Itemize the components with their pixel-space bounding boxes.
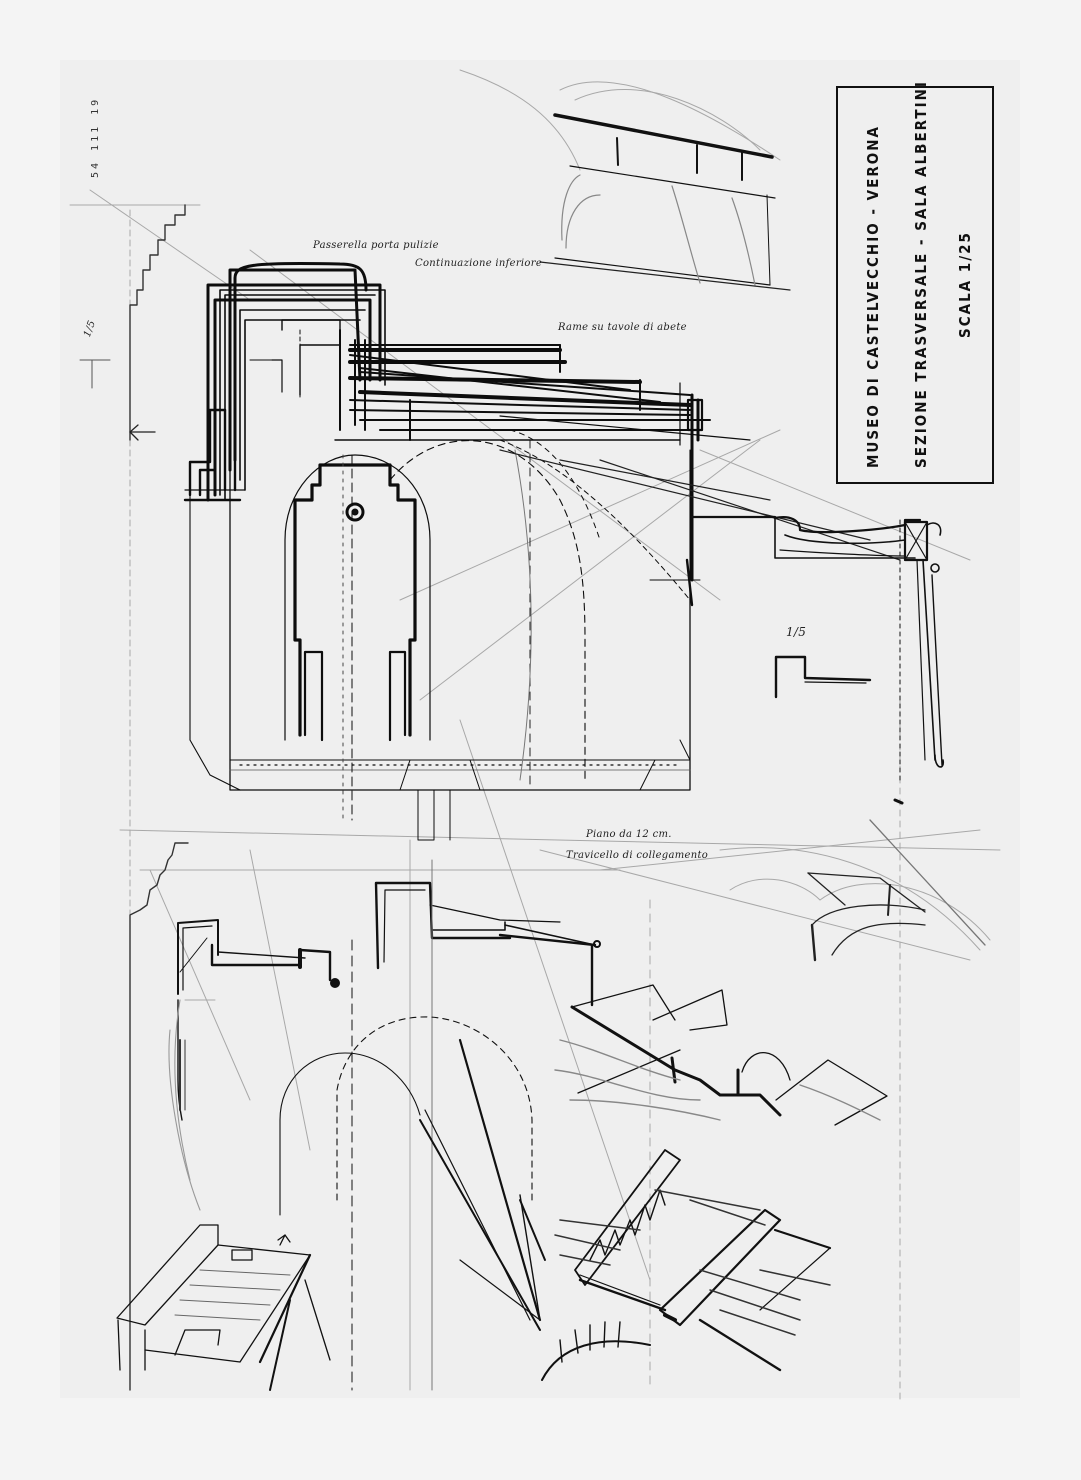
title-section: SEZIONE TRASVERSALE - SALA ALBERTINI (912, 80, 930, 468)
skylight-detail (553, 113, 776, 286)
light-rays (499, 261, 901, 561)
rafter-sketch (519, 1149, 832, 1381)
margin-scale-mark (79, 359, 111, 389)
annotation-rame: Rame su tavole di abete (558, 322, 687, 333)
title-scale: SCALA 1/25 (956, 231, 974, 338)
archive-code: 54 111 19 (90, 96, 101, 178)
section-arrow-mark (129, 424, 156, 441)
annotation-travicello: Travicello di collegamento (566, 850, 709, 861)
annotation-piano: Piano da 12 cm. (586, 829, 672, 840)
lower-section-study (177, 859, 601, 1391)
stepped-wall-profile (129, 204, 189, 1391)
title-block: MUSEO DI CASTELVECCHIO - VERONA SEZIONE … (836, 80, 994, 484)
annotation-passerella: Passerella porta pulizie (313, 240, 439, 251)
title-museum: MUSEO DI CASTELVECCHIO - VERONA (864, 125, 882, 468)
isometric-step-sketch (116, 1224, 331, 1391)
step-detail (774, 655, 872, 699)
transverse-section (183, 261, 751, 841)
annotation-detail-scale: 1/5 (786, 625, 807, 639)
annotation-continuazione: Continuazione inferiore (415, 258, 543, 269)
window-sill-detail (690, 515, 945, 805)
drawing-sheet (60, 60, 1020, 1398)
margin-sketch (168, 999, 201, 1211)
arch-fragment-sketch (807, 819, 986, 962)
construction-lines (69, 69, 1001, 1401)
isometric-folded-planes (554, 984, 888, 1126)
